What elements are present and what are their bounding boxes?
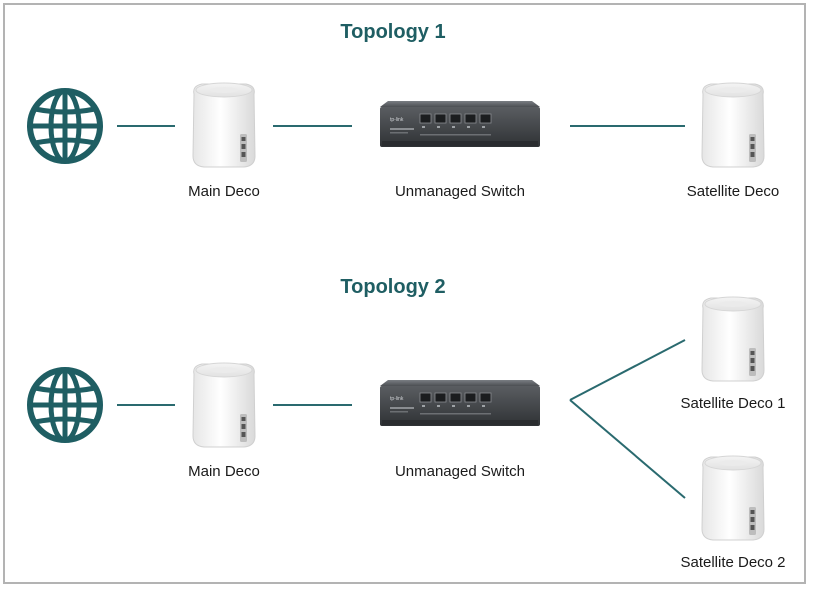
- main-deco-label: Main Deco: [188, 463, 260, 480]
- satellite-deco-label: Satellite Deco: [686, 183, 780, 200]
- main-deco-icon: [192, 82, 256, 168]
- topology-2-group: [30, 296, 765, 541]
- link-switch-satellite-1-2: [569, 339, 686, 401]
- topology-1-title: Topology 1: [340, 21, 446, 43]
- diagram-frame: [3, 3, 806, 584]
- topology-2-title: Topology 2: [340, 276, 446, 298]
- switch-label: Unmanaged Switch: [394, 183, 526, 200]
- switch-label: Unmanaged Switch: [394, 463, 526, 480]
- link-switch-satellite-2-2: [569, 399, 686, 499]
- globe-icon: [30, 91, 100, 161]
- main-deco-icon: [192, 362, 256, 448]
- topology-1-group: [30, 82, 765, 168]
- satellite-deco-icon: [701, 82, 765, 168]
- satellite-deco-2-icon: [701, 455, 765, 541]
- satellite-deco-1-label: Satellite Deco 1: [680, 395, 786, 412]
- network-switch-icon: [379, 379, 541, 427]
- main-deco-label: Main Deco: [188, 183, 260, 200]
- satellite-deco-1-icon: [701, 296, 765, 382]
- satellite-deco-2-label: Satellite Deco 2: [680, 554, 786, 571]
- network-switch-icon: [379, 100, 541, 148]
- globe-icon: [30, 370, 100, 440]
